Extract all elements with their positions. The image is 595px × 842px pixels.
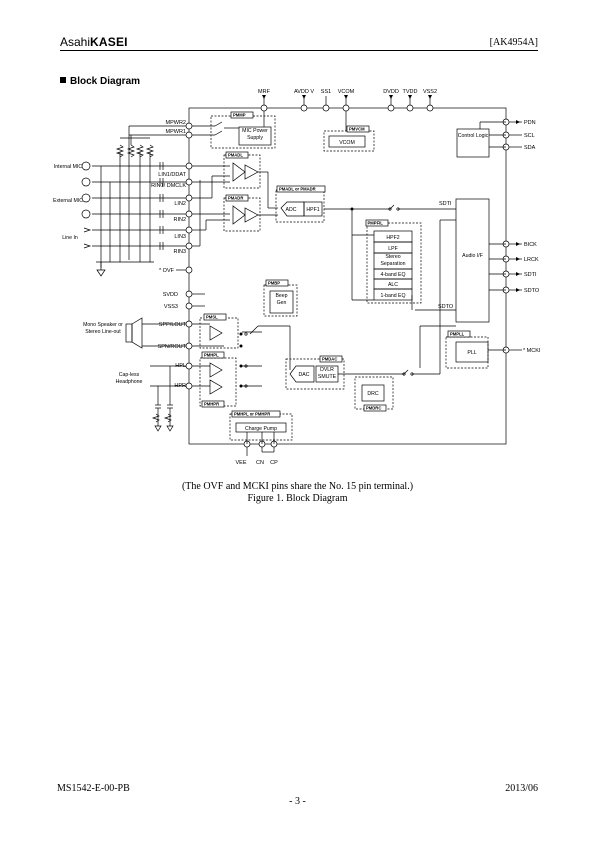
block-beep-gen: Beep Gen (275, 293, 288, 306)
bullet-square-icon (60, 77, 66, 83)
block-alc: ALC (388, 282, 398, 288)
label-line-in: Line In (62, 235, 78, 241)
tag-pmpll: PMPLL (450, 332, 465, 337)
pin-mpwr1: MPWR1 (166, 129, 186, 135)
block-dac: DAC (299, 372, 310, 378)
pin-hpr: HPR (174, 383, 186, 389)
block-hpf2: HPF2 (386, 235, 399, 241)
block-mic-power: MIC Power Supply (242, 128, 268, 141)
block-1band-eq: 1-band EQ (380, 293, 405, 299)
pin-cp: CP (270, 460, 278, 466)
company-logo: AsahiKASEI (60, 35, 128, 49)
pin-vcom: VCOM (338, 89, 355, 95)
label-headphone: Cap-less Headphone (115, 372, 143, 385)
section-title: Block Diagram (70, 76, 141, 87)
tag-pmpfil: PMPFIL (368, 221, 384, 226)
pin-rin1: RIN1/ DMCLK (151, 183, 186, 189)
pin-scl: SCL (524, 133, 535, 139)
document-id: [AK4954A] (489, 37, 538, 48)
header-rule (60, 50, 538, 51)
footer-doc-number: MS1542-E-00-PB (57, 783, 130, 794)
pin-ovf: * OVF (159, 268, 175, 274)
footer-page-number: - 3 - (289, 796, 306, 807)
label-mono-speaker: Mono Speaker or Stereo Line-out (83, 322, 123, 335)
tag-pmmp-bg (230, 111, 254, 119)
block-lpf: LPF (388, 246, 398, 252)
pin-mpwr2: MPWR2 (166, 120, 186, 126)
tag-pmdac: PMDAC (322, 357, 337, 362)
tag-pmbp: PMBP (268, 281, 280, 286)
pin-lrck: LRCK (524, 257, 539, 263)
label-sdto-internal: SDTO (438, 304, 454, 310)
pin-sdto: SDTO (524, 288, 540, 294)
block-4band-eq: 4-band EQ (380, 272, 405, 278)
block-audio-if: Audio I/F (462, 253, 483, 259)
tag-pmmp: PMMP (233, 113, 246, 118)
pin-cn: CN (256, 460, 264, 466)
pin-rin2: RIN2 (173, 217, 186, 223)
pin-sda: SDA (524, 145, 536, 151)
tag-pmadl-or-pmadr: PMADL or PMADR (279, 187, 316, 192)
tag-pmvcm: PMVCM (349, 127, 365, 132)
pin-spn-rout: SPN/ROUT (158, 344, 187, 350)
pin-ss1: SS1 (321, 89, 331, 95)
pin-dvdd: DVDD (383, 89, 399, 95)
pin-tvdd: TVDD (403, 89, 418, 95)
pin-pdn: PDN (524, 120, 536, 126)
block-adc: ADC (286, 207, 297, 213)
block-vcom: VCOM (339, 140, 355, 146)
tag-pmdrc: PMDRC (366, 406, 381, 411)
pin-lin2: LIN2 (174, 201, 186, 207)
chip-outline (188, 107, 507, 445)
block-control-logic: Control Logic (457, 133, 489, 139)
label-internal-mic: Internal MIC (53, 164, 83, 170)
tag-pmadr: PMADR (228, 196, 243, 201)
label-sdti-internal: SDTI (439, 201, 452, 207)
block-pll: PLL (467, 350, 476, 356)
tag-pmadl: PMADL (228, 153, 243, 158)
pin-sdti: SDTI (524, 272, 537, 278)
pin-avdd: AVDD V (294, 89, 314, 95)
pin-spp-lout: SPP/LOUT (159, 322, 187, 328)
logo-light-text: Asahi (60, 35, 91, 49)
pin-mcki: * MCKI (523, 348, 541, 354)
tag-pmhpl: PMHPL (204, 353, 219, 358)
block-drc: DRC (367, 391, 378, 397)
pin-vss2: VSS2 (423, 89, 437, 95)
tag-pmsl: PMSL (206, 315, 218, 320)
caption-note: (The OVF and MCKI pins share the No. 15 … (181, 481, 414, 492)
pin-vss3: VSS3 (164, 304, 178, 310)
pin-vee: VEE (235, 460, 246, 466)
block-dvlr-smute: DVLR SMUTE (317, 367, 337, 380)
figure-caption: Figure 1. Block Diagram (247, 493, 348, 504)
pin-lin1: LIN1/DDAT (158, 172, 186, 178)
tag-pmhpr: PMHPR (204, 402, 219, 407)
section-heading: Block Diagram (60, 76, 140, 87)
pin-lin3: LIN3 (174, 234, 186, 240)
pin-mrf: MRF (258, 89, 271, 95)
pin-rin3: RIN3 (173, 249, 186, 255)
block-hpf1: HPF1 (306, 207, 319, 213)
pin-bick: BICK (524, 242, 537, 248)
label-external-mic: External MIC (53, 198, 83, 204)
logo-bold-text: KASEI (90, 35, 128, 49)
block-stereo-separation: Stereo Separation (380, 254, 406, 267)
block-charge-pump: Charge Pump (245, 426, 277, 432)
pin-hpl: HPL (175, 363, 186, 369)
tag-pmhpl-or-pmhpr: PMHPL or PMHPR (234, 412, 270, 417)
pin-svdd: SVDD (163, 292, 178, 298)
footer-date: 2013/06 (505, 783, 538, 794)
